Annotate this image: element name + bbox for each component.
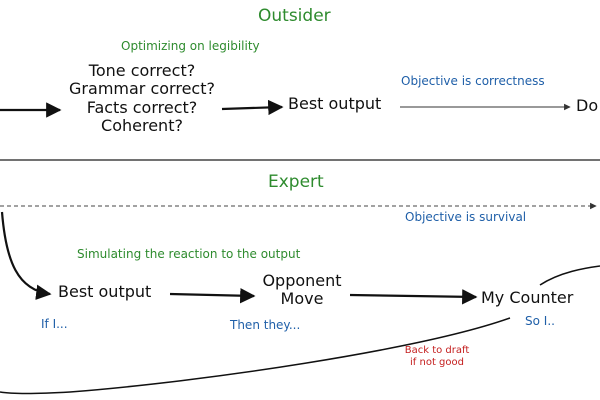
back-to-draft-note: Back to draft if not good [392, 345, 482, 368]
my-counter: My Counter [481, 288, 574, 307]
back-to-draft-line1: Back to draft [404, 345, 470, 356]
opponent-move-line1: Opponent [262, 271, 342, 290]
arrow-checks-to-best-output [221, 99, 284, 116]
so-i-note: So I.. [525, 314, 555, 328]
back-to-draft-line2: if not good [410, 356, 464, 368]
expert-best-output: Best output [58, 282, 152, 301]
expert-title: Expert [268, 172, 324, 192]
outsider-objective: Objective is correctness [401, 74, 545, 88]
check-item-grammar: Grammar correct? [69, 79, 215, 99]
outsider-done-partial: Do [576, 96, 599, 115]
check-item-tone: Tone correct? [88, 61, 196, 80]
check-item-coherent: Coherent? [101, 116, 183, 136]
opponent-move-line2: Move [280, 289, 324, 309]
optimizing-label: Optimizing on legibility [121, 39, 260, 53]
outsider-title: Outsider [258, 6, 331, 26]
expert-objective: Objective is survival [405, 210, 527, 224]
outsider-best-output: Best output [288, 94, 382, 113]
then-they-note: Then they... [230, 318, 301, 332]
arrow-start-to-best-output [0, 211, 52, 300]
if-i-note: If I... [41, 317, 68, 331]
arrow-opponent-move-to-counter [349, 289, 478, 305]
opponent-move: Opponent Move [256, 271, 348, 309]
arrow-counter-to-objective [539, 265, 600, 286]
simulating-label: Simulating the reaction to the output [77, 247, 301, 261]
check-item-facts: Facts correct? [86, 97, 198, 117]
feedback-loop-back-to-draft [0, 317, 511, 395]
checks-list: Tone correct? Grammar correct? Facts cor… [62, 61, 222, 136]
arrow-best-output-to-opponent-move [169, 287, 256, 304]
